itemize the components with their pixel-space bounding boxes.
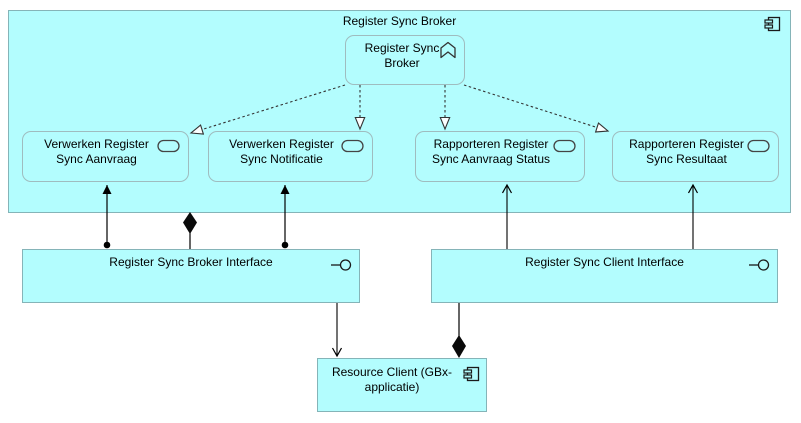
service-oval-icon <box>747 139 771 156</box>
container-title: Register Sync Broker <box>342 14 457 28</box>
service-verwerken-register-sync-notificatie[interactable]: Verwerken Register Sync Notificatie <box>208 131 373 182</box>
composition-diamond <box>452 335 466 358</box>
service-oval-icon <box>553 139 577 156</box>
service-label: Rapporteren Register Sync Resultaat <box>629 137 744 166</box>
interface-register-sync-client-interface[interactable]: Register Sync Client Interface <box>431 249 778 303</box>
process-label: Register Sync Broker <box>364 41 440 70</box>
service-rapporteren-register-sync-aanvraag-status[interactable]: Rapporteren Register Sync Aanvraag Statu… <box>415 131 585 182</box>
component-icon <box>764 16 781 35</box>
service-label: Rapporteren Register Sync Aanvraag Statu… <box>431 137 551 166</box>
service-label: Verwerken Register Sync Aanvraag <box>44 137 149 166</box>
lollipop-interface-icon <box>331 258 353 275</box>
service-verwerken-register-sync-aanvraag[interactable]: Verwerken Register Sync Aanvraag <box>22 131 189 182</box>
service-rapporteren-register-sync-resultaat[interactable]: Rapporteren Register Sync Resultaat <box>612 131 779 182</box>
lollipop-interface-icon <box>749 258 771 275</box>
composition-diamond <box>183 212 197 234</box>
component-label: Resource Client (GBx-applicatie) <box>331 365 453 394</box>
component-icon <box>463 366 480 385</box>
interface-label: Register Sync Broker Interface <box>109 255 273 269</box>
service-oval-icon <box>157 139 181 156</box>
process-chevron-icon <box>439 41 457 62</box>
interface-register-sync-broker-interface[interactable]: Register Sync Broker Interface <box>22 249 360 303</box>
component-resource-client[interactable]: Resource Client (GBx-applicatie) <box>317 358 487 412</box>
service-oval-icon <box>341 139 365 156</box>
service-label: Verwerken Register Sync Notificatie <box>229 137 334 166</box>
process-register-sync-broker[interactable]: Register Sync Broker <box>345 35 465 85</box>
interface-label: Register Sync Client Interface <box>525 255 684 269</box>
